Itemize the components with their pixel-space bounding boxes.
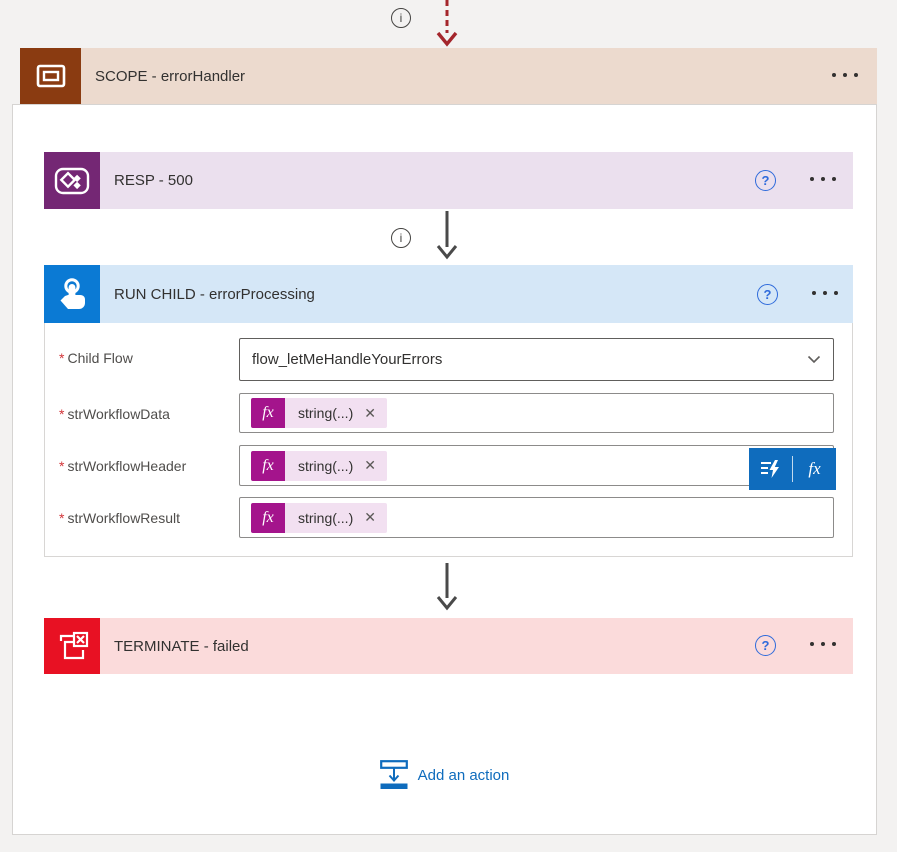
fx-token-icon: fx	[251, 450, 285, 481]
scope-card-header[interactable]: SCOPE - errorHandler	[20, 48, 877, 104]
expression-token[interactable]: fx string(...) ✕	[251, 502, 387, 533]
connector-dashed-red-arrow	[436, 0, 458, 47]
help-glyph: ?	[761, 638, 770, 653]
info-icon[interactable]: i	[391, 8, 411, 28]
run-child-more-menu-icon[interactable]	[808, 291, 841, 295]
info-icon[interactable]: i	[391, 228, 411, 248]
expression-token[interactable]: fx string(...) ✕	[251, 450, 387, 481]
run-child-help-icon[interactable]: ?	[757, 284, 778, 305]
child-flow-select[interactable]: flow_letMeHandleYourErrors	[239, 338, 834, 381]
token-text: string(...)	[298, 509, 354, 526]
fx-icon: fx	[808, 459, 821, 478]
fx-token-icon: fx	[251, 502, 285, 533]
run-child-card: RUN CHILD - errorProcessing ? *Child Flo…	[44, 265, 853, 557]
workflow-result-label: *strWorkflowResult	[59, 510, 180, 526]
add-action-icon	[379, 760, 408, 789]
child-flow-value: flow_letMeHandleYourErrors	[252, 351, 443, 368]
close-icon[interactable]: ✕	[364, 457, 376, 473]
workflow-data-label: *strWorkflowData	[59, 406, 170, 422]
terminate-card-header[interactable]: TERMINATE - failed	[44, 618, 853, 674]
child-flow-label: *Child Flow	[59, 350, 133, 366]
resp-help-icon[interactable]: ?	[755, 170, 776, 191]
add-action-button[interactable]: Add an action	[12, 760, 877, 790]
add-action-label: Add an action	[417, 766, 510, 784]
dynamic-content-icon	[760, 460, 779, 478]
terminate-more-menu-icon[interactable]	[806, 642, 839, 646]
terminate-title: TERMINATE - failed	[114, 637, 249, 655]
required-marker: *	[59, 458, 65, 474]
token-picker-flyout: fx	[749, 448, 836, 490]
touch-run-flow-icon	[44, 265, 100, 323]
workflow-header-input[interactable]: fx string(...) ✕	[239, 445, 834, 486]
info-glyph: i	[399, 11, 403, 25]
close-icon[interactable]: ✕	[364, 509, 376, 525]
chevron-down-icon	[807, 355, 821, 364]
connector-arrow	[436, 211, 458, 260]
close-icon[interactable]: ✕	[364, 404, 376, 421]
token-text: string(...)	[298, 457, 354, 474]
run-child-card-header[interactable]: RUN CHILD - errorProcessing	[44, 265, 853, 323]
expression-token[interactable]: fx string(...) ✕	[251, 398, 387, 428]
workflow-data-input[interactable]: fx string(...) ✕	[239, 393, 834, 433]
dynamic-content-button[interactable]	[749, 448, 792, 490]
help-glyph: ?	[763, 287, 772, 302]
resp-card-header[interactable]: RESP - 500	[44, 152, 853, 209]
help-glyph: ?	[761, 173, 770, 188]
expression-button[interactable]: fx	[793, 448, 836, 490]
powerapps-response-icon	[44, 152, 100, 209]
fx-token-icon: fx	[251, 398, 285, 428]
terminate-help-icon[interactable]: ?	[755, 635, 776, 656]
required-marker: *	[59, 510, 65, 526]
required-marker: *	[59, 350, 65, 366]
required-marker: *	[59, 406, 65, 422]
token-text: string(...)	[298, 405, 354, 421]
workflow-header-label: *strWorkflowHeader	[59, 458, 187, 474]
run-child-title: RUN CHILD - errorProcessing	[114, 285, 315, 303]
resp-more-menu-icon[interactable]	[806, 177, 839, 181]
scope-title: SCOPE - errorHandler	[95, 67, 246, 85]
info-glyph: i	[399, 231, 403, 245]
terminate-icon	[44, 618, 100, 674]
resp-title: RESP - 500	[114, 172, 193, 189]
workflow-result-input[interactable]: fx string(...) ✕	[239, 497, 834, 538]
connector-arrow	[436, 563, 458, 611]
scope-more-menu-icon[interactable]	[828, 73, 861, 77]
flyout-divider	[792, 456, 793, 482]
scope-icon	[20, 48, 81, 104]
